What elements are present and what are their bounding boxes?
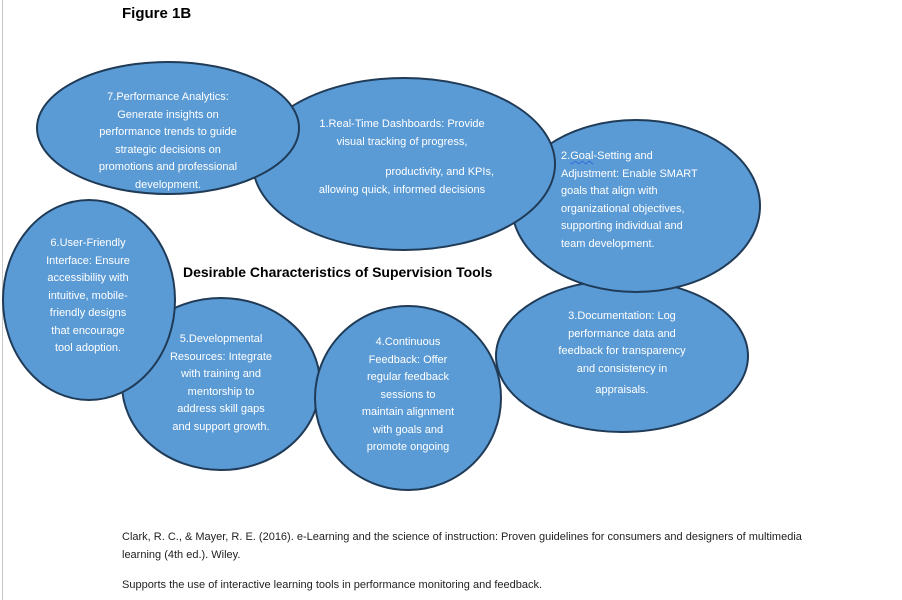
bubble-2-line: 2.Goal-Setting and: [561, 148, 741, 166]
bubble-4-line: regular feedback: [367, 371, 449, 383]
bubble-2-prefix: 2.: [561, 150, 571, 162]
bubble-6-line: Interface: Ensure: [46, 254, 130, 267]
bubble-4-shape[interactable]: [314, 305, 502, 491]
bubble-1-line: allowing quick, informed decisions: [318, 183, 486, 196]
bubble-1-line: productivity, and KPIs,: [385, 166, 494, 178]
bubble-6-line: 6.User-Friendly: [50, 237, 126, 249]
bubble-5-line: mentorship to: [187, 385, 255, 398]
bubble-4-line: sessions to: [380, 388, 436, 401]
bubble-4-line: promote ongoing: [366, 441, 450, 453]
citation-line: learning (4th ed.). Wiley.: [122, 549, 241, 561]
bubble-2-line: organizational objectives,: [561, 202, 685, 215]
bubble-6-line: intuitive, mobile-: [48, 289, 128, 302]
bubble-7-line: strategic decisions on: [115, 143, 221, 156]
bubble-3-line: appraisals.: [595, 384, 649, 396]
spellcheck-word[interactable]: Goal: [570, 150, 594, 162]
bubble-2-line: goals that align with: [561, 185, 658, 197]
bubble-2-line-rest: -Setting and: [593, 150, 653, 162]
bubble-6-text: 6.User-Friendly Interface: Ensure access…: [28, 235, 148, 358]
bubble-5-text: 5.Developmental Resources: Integrate wit…: [160, 331, 282, 436]
bubble-3-line: performance data and: [568, 327, 676, 340]
bubble-2-text: 2.Goal-Setting and Adjustment: Enable SM…: [561, 148, 741, 253]
bubble-6-line: tool adoption.: [54, 342, 122, 354]
bubble-7-line: performance trends to guide: [99, 126, 237, 138]
bubble-6-line: that encourage: [51, 324, 125, 337]
bubble-1-spacer: [300, 151, 504, 164]
bubble-3-line: feedback for transparency: [558, 345, 686, 357]
bubble-5-line: with training and: [180, 368, 262, 380]
bubble-2-line: team development.: [561, 237, 655, 250]
bubble-4-text: 4.Continuous Feedback: Offer regular fee…: [346, 334, 470, 457]
bubble-2-line: Adjustment: Enable SMART: [561, 167, 698, 180]
bubble-6-line: accessibility with: [47, 272, 129, 284]
bubble-5-line: address skill gaps: [177, 403, 265, 415]
figure-label: Figure 1B: [122, 5, 192, 22]
bubble-7-line: Generate insights on: [117, 108, 219, 121]
bubble-7-shape[interactable]: [36, 61, 300, 195]
bubble-7-text: 7.Performance Analytics: Generate insigh…: [70, 89, 266, 194]
bubble-3-line: 3.Documentation: Log: [568, 310, 676, 322]
bubble-4-line: 4.Continuous: [375, 336, 441, 348]
bubble-4-line: maintain alignment: [361, 406, 455, 418]
citation-line: Clark, R. C., & Mayer, R. E. (2016). e-L…: [122, 531, 802, 543]
bubble-7-line: promotions and professional: [98, 161, 238, 173]
support-note: Supports the use of interactive learning…: [122, 579, 543, 591]
citation: Clark, R. C., & Mayer, R. E. (2016). e-L…: [122, 528, 882, 564]
bubble-4-line: with goals and: [372, 423, 444, 436]
bubble-5-line: 5.Developmental: [179, 333, 263, 345]
bubble-4-line: Feedback: Offer: [368, 353, 448, 366]
bubble-6-line: friendly designs: [49, 307, 127, 319]
bubble-7-line: 7.Performance Analytics:: [107, 91, 229, 103]
bubble-3-text: 3.Documentation: Log performance data an…: [543, 308, 701, 400]
bubble-1-line: 1.Real-Time Dashboards: Provide: [319, 118, 485, 130]
diagram-title: Desirable Characteristics of Supervision…: [183, 264, 493, 280]
bubble-5-line: and support growth.: [172, 420, 270, 433]
bubble-7-line: development.: [134, 178, 202, 191]
bubble-5-line: Resources: Integrate: [169, 350, 273, 363]
bubble-1-line: visual tracking of progress,: [336, 135, 468, 148]
bubble-1-text: 1.Real-Time Dashboards: Provide visual t…: [300, 116, 504, 199]
bubble-6-shape[interactable]: [2, 199, 176, 401]
bubble-2-line: supporting individual and: [561, 220, 683, 232]
bubble-3-line: and consistency in: [576, 362, 668, 375]
